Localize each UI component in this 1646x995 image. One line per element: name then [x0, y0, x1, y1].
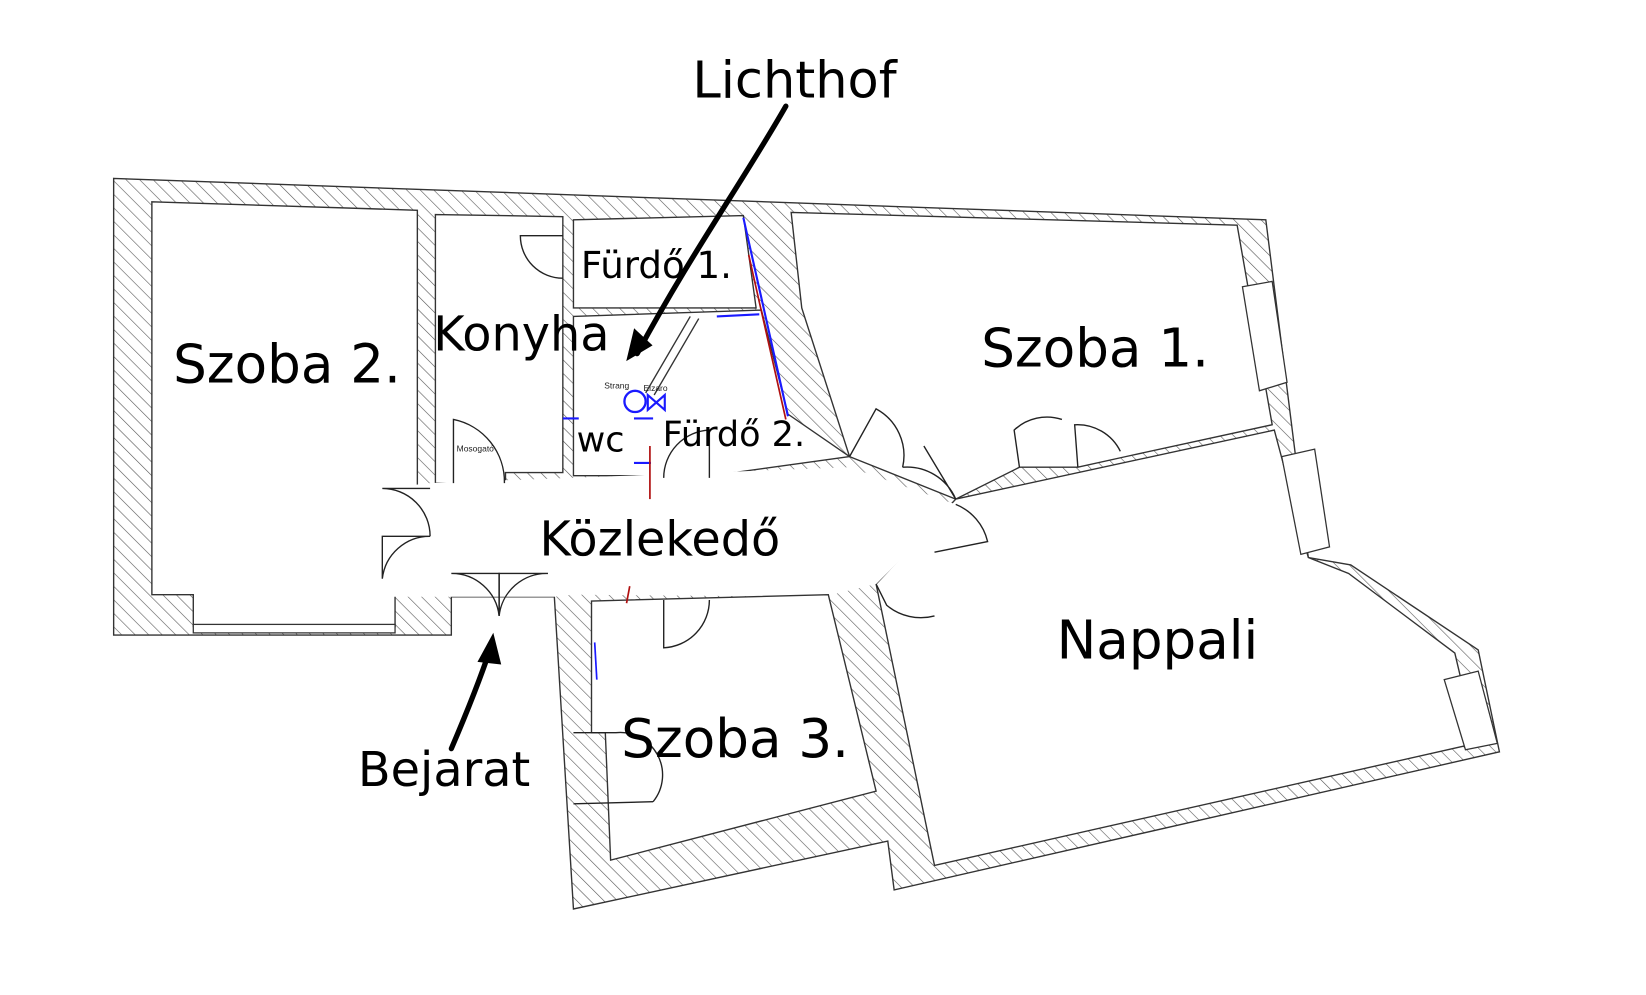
- label-elzaro: Elzaro: [644, 383, 668, 393]
- label-szoba-3: Szoba 3.: [621, 708, 849, 770]
- label-strang: Strang: [604, 381, 629, 391]
- window-nappali-1: [1280, 448, 1331, 556]
- label-kozlekedo: Közlekedő: [539, 512, 780, 567]
- strang-symbol: [623, 389, 647, 414]
- label-szoba-1: Szoba 1.: [981, 317, 1209, 379]
- doors: [381, 235, 1121, 805]
- window-szoba-2: [192, 623, 396, 634]
- label-bejarat: Bejarat: [358, 743, 530, 798]
- label-nappali: Nappali: [1057, 609, 1259, 671]
- bejarat-arrow: [448, 632, 502, 752]
- label-furdo-2: Fürdő 2.: [663, 414, 805, 455]
- window-nappali-2: [1443, 670, 1499, 751]
- label-mosogato: Mosogató: [457, 443, 495, 453]
- shutoff-valve-icon: [646, 392, 666, 413]
- label-wc: wc: [577, 419, 625, 460]
- window-szoba-1: [1241, 280, 1288, 392]
- label-furdo-1: Fürdő 1.: [581, 244, 732, 287]
- label-lichthof: Lichthof: [692, 52, 897, 111]
- room-kozlekedo: [382, 467, 956, 597]
- label-konyha: Konyha: [433, 307, 609, 362]
- lichthof-arrow: [626, 103, 789, 362]
- room-furdo-1: [572, 214, 757, 309]
- plumbing-lines: [562, 217, 789, 680]
- room-szoba-2: [151, 201, 419, 628]
- label-szoba-2: Szoba 2.: [173, 333, 401, 395]
